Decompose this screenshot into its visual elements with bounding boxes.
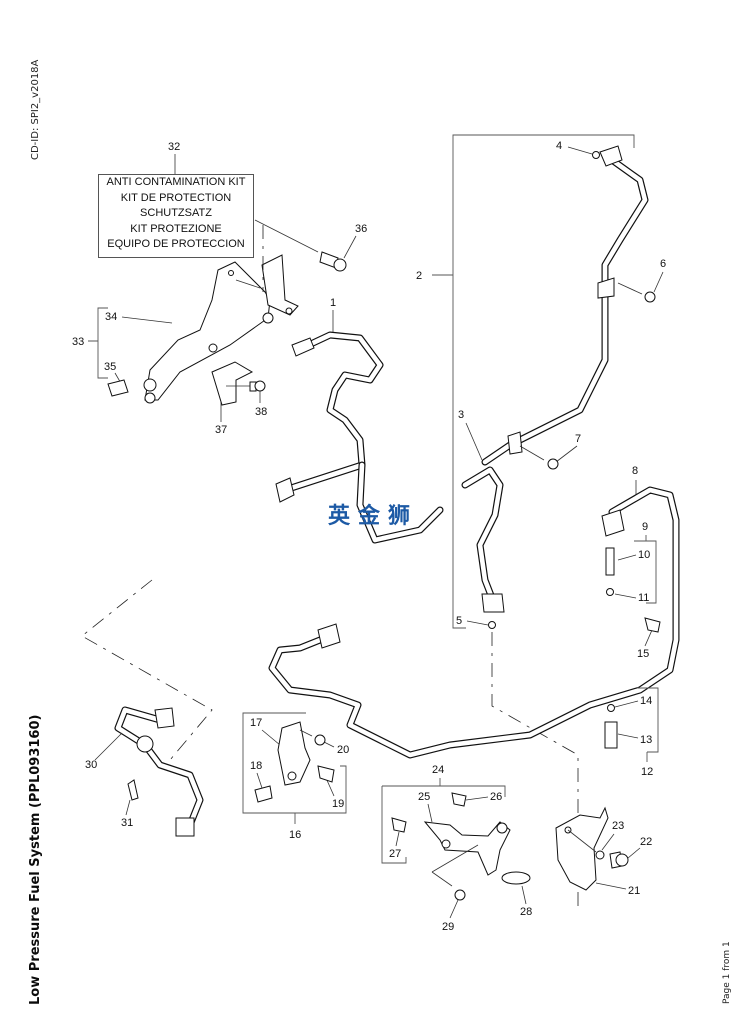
callout-label-1: 1 bbox=[330, 297, 336, 309]
callout-5: 5 bbox=[456, 615, 496, 629]
callout-10: 10 bbox=[605, 547, 650, 576]
callout-label-3: 3 bbox=[458, 409, 464, 421]
callout-label-32: 32 bbox=[168, 141, 180, 153]
callout-24: 24 bbox=[381, 764, 506, 864]
callout-label-31: 31 bbox=[121, 817, 133, 829]
fuel-pipe-3 bbox=[461, 466, 505, 613]
callout-label-23: 23 bbox=[612, 820, 624, 832]
callout-1: 1 bbox=[330, 297, 336, 332]
callout-15: 15 bbox=[637, 617, 661, 660]
callout-label-28: 28 bbox=[520, 906, 532, 918]
callout-27: 27 bbox=[389, 817, 407, 860]
callout-label-24: 24 bbox=[432, 764, 444, 776]
callout-38: 38 bbox=[226, 380, 267, 418]
callout-label-35: 35 bbox=[104, 361, 116, 373]
callout-17: 17 bbox=[250, 717, 311, 786]
fuel-pipe-2 bbox=[481, 145, 649, 466]
callout-34: 34 bbox=[105, 311, 173, 324]
callout-18: 18 bbox=[250, 760, 273, 803]
kit-note-line: KIT DE PROTECTION bbox=[120, 191, 232, 204]
callout-label-11: 11 bbox=[638, 592, 649, 604]
fuel-hose-8 bbox=[268, 486, 680, 759]
callout-12: 12 bbox=[637, 687, 659, 778]
callout-label-21: 21 bbox=[628, 885, 640, 897]
callout-7: 7 bbox=[519, 433, 581, 470]
dashed-leader-30 bbox=[81, 579, 213, 761]
callout-label-30: 30 bbox=[85, 759, 97, 771]
callout-label-27: 27 bbox=[389, 848, 401, 860]
callout-2: 2 bbox=[416, 134, 635, 629]
callout-label-38: 38 bbox=[255, 406, 267, 418]
callout-31: 31 bbox=[121, 779, 139, 829]
callout-label-25: 25 bbox=[418, 791, 430, 803]
callout-label-5: 5 bbox=[456, 615, 462, 627]
callout-label-14: 14 bbox=[640, 695, 652, 707]
callout-6: 6 bbox=[617, 258, 666, 303]
kit-note-line: EQUIPO DE PROTECCION bbox=[107, 238, 245, 250]
callout-23: 23 bbox=[567, 820, 624, 860]
callout-label-4: 4 bbox=[556, 140, 562, 152]
kit-note-line: KIT PROTEZIONE bbox=[130, 222, 222, 235]
callout-29: 29 bbox=[431, 844, 479, 933]
fuel-hose-30 bbox=[114, 706, 204, 837]
callout-16: 16 bbox=[242, 712, 347, 841]
callout-label-17: 17 bbox=[250, 717, 262, 729]
callout-9: 9 bbox=[634, 521, 657, 604]
callout-label-12: 12 bbox=[641, 766, 653, 778]
callout-25: 25 bbox=[418, 791, 511, 876]
callout-label-2: 2 bbox=[416, 270, 422, 282]
watermark-logo: 英金狮 bbox=[328, 504, 419, 529]
callout-19: 19 bbox=[317, 765, 344, 810]
callout-label-16: 16 bbox=[289, 829, 301, 841]
callout-label-15: 15 bbox=[637, 648, 649, 660]
callout-label-19: 19 bbox=[332, 798, 344, 810]
callout-32: 32 bbox=[168, 141, 180, 174]
callout-33: 33 bbox=[72, 307, 108, 379]
callout-label-18: 18 bbox=[250, 760, 262, 772]
callout-20: 20 bbox=[299, 729, 349, 756]
kit-note-line: SCHUTZSATZ bbox=[140, 207, 212, 219]
callout-label-34: 34 bbox=[105, 311, 117, 323]
callout-label-7: 7 bbox=[575, 433, 581, 445]
callout-3: 3 bbox=[458, 409, 483, 461]
callout-label-8: 8 bbox=[632, 465, 638, 477]
callout-label-13: 13 bbox=[640, 734, 652, 746]
callout-37: 37 bbox=[211, 361, 254, 436]
callout-label-26: 26 bbox=[490, 791, 502, 803]
callout-label-37: 37 bbox=[215, 424, 227, 436]
kit-note-line: ANTI CONTAMINATION KIT bbox=[106, 176, 246, 188]
callout-label-6: 6 bbox=[660, 258, 666, 270]
callout-label-36: 36 bbox=[355, 223, 367, 235]
callout-4: 4 bbox=[556, 140, 600, 159]
callout-label-10: 10 bbox=[638, 549, 650, 561]
callout-35: 35 bbox=[104, 361, 129, 397]
callout-label-33: 33 bbox=[72, 336, 84, 348]
fuel-hose-1 bbox=[275, 331, 444, 544]
callout-28: 28 bbox=[501, 871, 532, 918]
callout-label-9: 9 bbox=[642, 521, 648, 533]
callout-label-22: 22 bbox=[640, 836, 652, 848]
callout-30: 30 bbox=[85, 732, 123, 771]
callout-label-20: 20 bbox=[337, 744, 349, 756]
callout-13: 13 bbox=[604, 721, 652, 749]
bracket-assembly bbox=[143, 219, 319, 404]
callout-36: 36 bbox=[319, 223, 367, 272]
callout-14: 14 bbox=[607, 695, 652, 712]
callout-26: 26 bbox=[451, 791, 502, 807]
anti-contamination-kit-note: ANTI CONTAMINATION KIT KIT DE PROTECTION… bbox=[98, 174, 254, 258]
callout-22: 22 bbox=[609, 836, 652, 869]
callout-label-29: 29 bbox=[442, 921, 454, 933]
callout-11: 11 bbox=[606, 588, 649, 604]
